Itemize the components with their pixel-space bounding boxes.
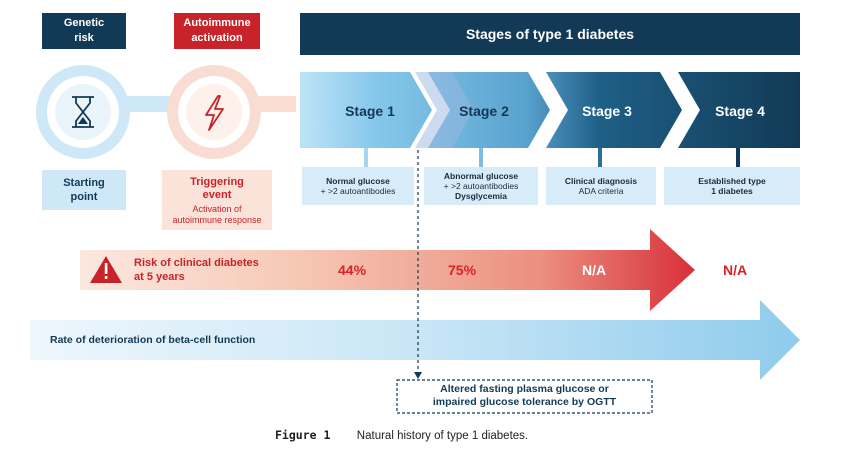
ogtt-line2: impaired glucose tolerance by OGTT	[432, 396, 617, 408]
risk-label-line1: Risk of clinical diabetes	[134, 257, 259, 269]
hourglass-icon	[72, 96, 94, 128]
figure-caption: Figure 1 Natural history of type 1 diabe…	[275, 428, 528, 442]
stage-3-desc: Clinical diagnosis ADA criteria	[546, 167, 656, 205]
warning-icon	[90, 256, 122, 283]
triggering-event-label: Triggering event	[190, 176, 244, 201]
risk-label: Risk of clinical diabetes at 5 years	[134, 256, 274, 284]
stage-3-desc-line2: ADA criteria	[578, 186, 624, 196]
stage-2-desc-line3: Dysglycemia	[455, 191, 507, 201]
stage-4-desc: Established type 1 diabetes	[664, 167, 800, 205]
starting-point-box: Starting point	[42, 170, 126, 210]
risk-value-stage-1: 44%	[338, 262, 367, 278]
risk-arrow	[80, 229, 695, 311]
stage-1-desc-line1: Normal glucose	[326, 176, 390, 186]
stage-4-desc-line1: Established type	[698, 176, 766, 186]
stage-4-desc-line2: 1 diabetes	[711, 186, 753, 196]
figure-caption-text: Natural history of type 1 diabetes.	[356, 430, 529, 442]
beta-cell-label: Rate of deterioration of beta-cell funct…	[50, 334, 256, 346]
genetic-risk-box: Genetic risk	[42, 13, 126, 49]
starting-point-label: Starting point	[63, 177, 105, 203]
genetic-risk-label: Genetic risk	[63, 17, 105, 44]
lightning-icon	[205, 95, 224, 131]
beta-cell-arrow	[30, 300, 800, 380]
stage-2-label: Stage 2	[459, 103, 509, 119]
stages-title-box: Stages of type 1 diabetes	[300, 13, 800, 55]
triggering-event-sub: Activation of autoimmune response	[172, 204, 262, 225]
figure-number: Figure 1	[275, 428, 331, 442]
stage-2-desc-line1: Abnormal glucose	[443, 171, 519, 181]
stage-4-label: Stage 4	[715, 103, 765, 119]
stages-title: Stages of type 1 diabetes	[465, 25, 635, 42]
stage-2-desc: Abnormal glucose + >2 autoantibodies Dys…	[424, 167, 538, 205]
risk-value-stage-2: 75%	[448, 262, 477, 278]
ogtt-box	[396, 379, 653, 414]
risk-value-stage-4: N/A	[723, 262, 748, 278]
autoimmune-activation-box: Autoimmune activation	[174, 13, 260, 49]
autoimmune-activation-label: Autoimmune activation	[183, 17, 251, 44]
risk-value-stage-3: N/A	[582, 262, 607, 278]
stage-1-desc-line2: + >2 autoantibodies	[320, 186, 396, 196]
risk-label-line2: at 5 years	[134, 271, 185, 283]
stage-3-desc-line1: Clinical diagnosis	[564, 176, 638, 186]
stage-2-desc-line2: + >2 autoantibodies	[443, 181, 519, 191]
triggering-event-box: Triggering event Activation of autoimmun…	[162, 170, 272, 230]
ogtt-line1: Altered fasting plasma glucose or	[440, 383, 609, 395]
stage-3-label: Stage 3	[582, 103, 632, 119]
ogtt-text: Altered fasting plasma glucose or impair…	[397, 383, 652, 409]
stage-1-desc: Normal glucose + >2 autoantibodies	[302, 167, 414, 205]
stage-1-label: Stage 1	[345, 103, 395, 119]
